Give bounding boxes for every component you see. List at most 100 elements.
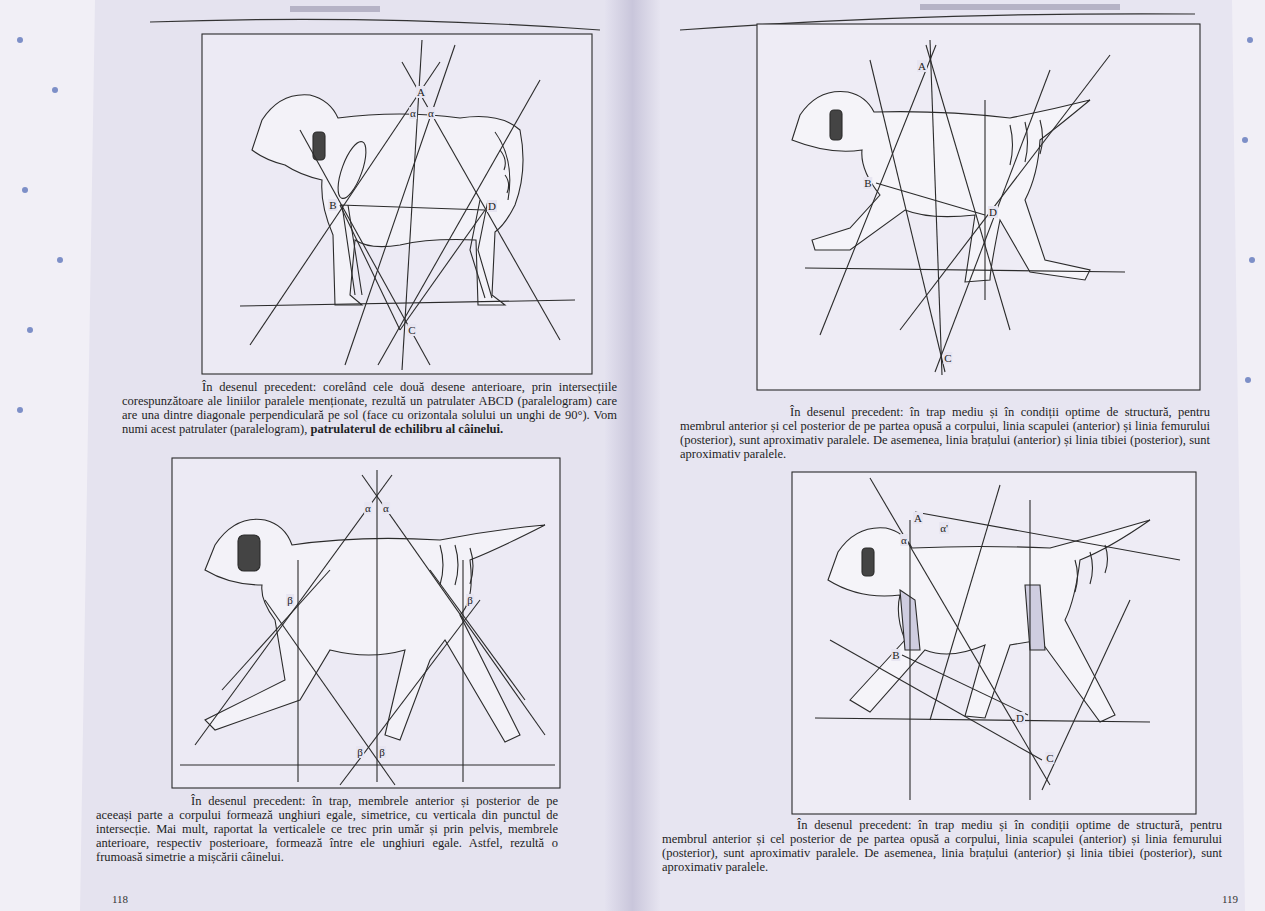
point-label: A xyxy=(416,86,426,98)
figure-frame xyxy=(757,24,1200,390)
construction-line xyxy=(909,520,910,800)
construction-line xyxy=(930,40,942,375)
construction-line xyxy=(820,45,936,335)
femur-bone xyxy=(1025,585,1045,650)
point-label: D xyxy=(988,206,998,218)
cloth-dot xyxy=(27,327,33,333)
point-label: A xyxy=(917,60,927,72)
figure-medium-trot-2 xyxy=(792,472,1196,814)
point-label: α xyxy=(382,502,390,514)
point-label: D xyxy=(1015,712,1025,724)
cloth-dot xyxy=(1242,137,1248,143)
figure-frame xyxy=(792,472,1196,814)
point-label: α' xyxy=(939,522,949,534)
header-blur xyxy=(290,6,380,12)
construction-line xyxy=(362,475,545,735)
point-label: β xyxy=(356,746,364,758)
figure-frame xyxy=(202,34,592,374)
dog-ear xyxy=(862,548,874,576)
ground-line xyxy=(180,764,555,765)
point-label: β xyxy=(286,594,294,606)
construction-line xyxy=(430,570,525,700)
cloth-dot xyxy=(17,407,23,413)
page-number: 118 xyxy=(112,893,128,905)
point-label: A xyxy=(913,512,923,524)
construction-line xyxy=(340,205,400,330)
construction-line xyxy=(915,512,1180,560)
caption-paragraph: În desenul precedent: în trap mediu și î… xyxy=(662,818,1222,874)
construction-line xyxy=(222,570,330,690)
point-label: D xyxy=(487,200,497,212)
page-number: 119 xyxy=(1222,893,1238,905)
construction-line xyxy=(378,80,540,365)
ground-line xyxy=(815,718,1150,722)
gutter-shadow xyxy=(605,0,660,911)
construction-line xyxy=(297,560,298,782)
point-label: α xyxy=(409,107,417,119)
caption-text: În desenul precedent: în trap, membrele … xyxy=(96,794,558,864)
point-label: α xyxy=(900,534,908,546)
ground-line xyxy=(240,300,575,306)
construction-line xyxy=(265,600,395,785)
left-page xyxy=(80,0,632,911)
point-label: B xyxy=(863,177,872,189)
construction-line xyxy=(902,655,1028,715)
construction-line xyxy=(195,475,392,745)
point-label: α xyxy=(427,107,435,119)
foreleg-bone xyxy=(342,205,362,295)
cloth-dot xyxy=(1247,37,1253,43)
cloth-dot xyxy=(22,187,28,193)
header-blur xyxy=(920,4,1120,10)
construction-line xyxy=(345,45,455,365)
construction-line xyxy=(250,62,440,345)
cloth-dot xyxy=(52,87,58,93)
construction-line xyxy=(870,478,1050,785)
construction-line xyxy=(900,55,1110,330)
dog-fur xyxy=(495,132,510,200)
figure-medium-trot xyxy=(757,24,1200,390)
dog-fur xyxy=(1075,545,1108,592)
figure-frame xyxy=(172,458,560,788)
point-label: C xyxy=(1045,752,1054,764)
construction-line xyxy=(1029,500,1030,800)
construction-line xyxy=(984,100,985,300)
dog-ear xyxy=(830,110,842,140)
figure-standing xyxy=(202,34,592,374)
construction-line xyxy=(926,45,1010,330)
point-label: β xyxy=(378,746,386,758)
construction-line xyxy=(870,60,945,372)
dog-fur xyxy=(1010,120,1043,165)
point-label: α xyxy=(364,502,372,514)
point-label: β xyxy=(466,594,474,606)
construction-line xyxy=(1042,600,1130,790)
caption-paragraph: În desenul precedent: în trap, membrele … xyxy=(96,794,558,864)
construction-line xyxy=(400,210,485,330)
point-label: B xyxy=(891,649,900,661)
figure-trot xyxy=(172,458,560,788)
construction-line xyxy=(340,205,485,210)
construction-line xyxy=(300,130,430,365)
right-page xyxy=(632,0,1245,911)
dog-fur xyxy=(440,545,473,585)
dog-ear xyxy=(238,535,260,571)
cloth-dot xyxy=(1249,257,1255,263)
construction-line xyxy=(935,70,1050,372)
point-label: C xyxy=(943,352,952,364)
caption-paragraph: În desenul precedent: în trap mediu și î… xyxy=(680,405,1210,461)
caption-paragraph: În desenul precedent: corelând cele două… xyxy=(122,380,617,436)
construction-line xyxy=(402,62,560,340)
caption-emphasis: patrulaterul de echilibru al câinelui. xyxy=(310,422,503,436)
ground-line xyxy=(805,268,1125,272)
caption-text: În desenul precedent: în trap mediu și î… xyxy=(680,405,1210,461)
header-rule xyxy=(150,19,600,30)
dog-outline xyxy=(792,91,1090,282)
dog-outline xyxy=(828,520,1150,722)
cloth-dot xyxy=(17,37,23,43)
dog-outline xyxy=(205,519,545,742)
dog-outline xyxy=(252,95,523,305)
construction-line xyxy=(876,183,985,215)
construction-line xyxy=(462,560,463,782)
